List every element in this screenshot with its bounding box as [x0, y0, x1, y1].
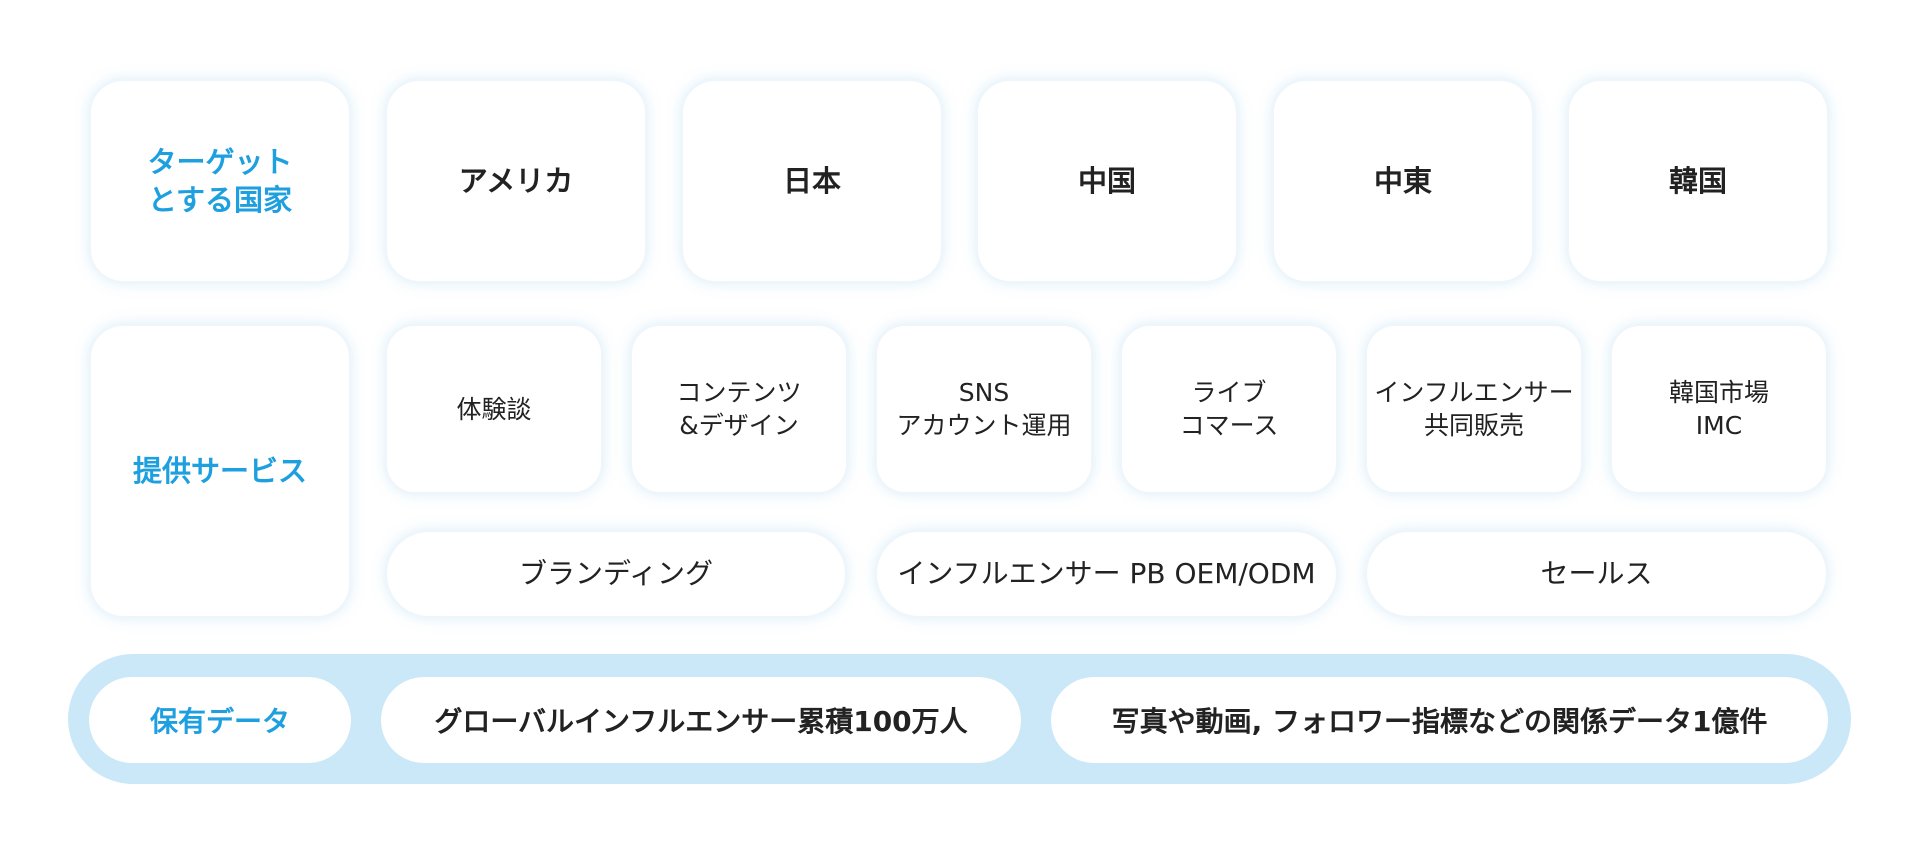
- owned-data-label: 保有データ: [89, 677, 351, 763]
- services-label: 提供サービス: [89, 324, 351, 618]
- service-card-sns-management: SNS アカウント運用: [875, 324, 1093, 494]
- owned-data-relation-data: 写真や動画, フォロワー指標などの関係データ1億件: [1051, 677, 1828, 763]
- service-pill-branding: ブランディング: [385, 530, 847, 618]
- service-card-influencer-co-sales: インフルエンサー 共同販売: [1365, 324, 1583, 494]
- service-card-korea-imc: 韓国市場 IMC: [1610, 324, 1828, 494]
- service-pill-sales: セールス: [1365, 530, 1828, 618]
- country-card-korea: 韓国: [1567, 79, 1829, 283]
- country-card-usa: アメリカ: [385, 79, 647, 283]
- country-card-japan: 日本: [681, 79, 943, 283]
- service-pill-influencer-pb: インフルエンサー PB OEM/ODM: [875, 530, 1338, 618]
- service-card-live-commerce: ライブ コマース: [1120, 324, 1338, 494]
- country-card-middle-east: 中東: [1272, 79, 1534, 283]
- country-card-china: 中国: [976, 79, 1238, 283]
- service-card-testimonials: 体験談: [385, 324, 603, 494]
- target-countries-label: ターゲット とする国家: [89, 79, 351, 283]
- owned-data-influencers: グローバルインフルエンサー累積100万人: [381, 677, 1021, 763]
- service-card-content-design: コンテンツ &デザイン: [630, 324, 848, 494]
